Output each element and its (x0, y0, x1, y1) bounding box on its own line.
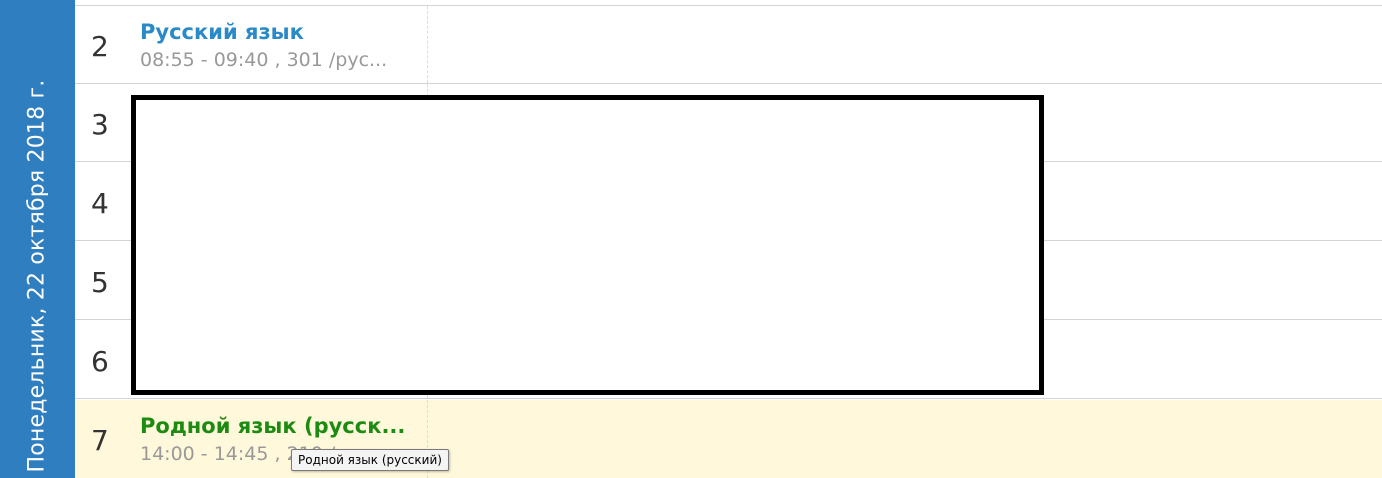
lesson-title-link[interactable]: Родной язык (русск... (140, 414, 406, 438)
redaction-box (131, 95, 1044, 395)
column-divider (427, 400, 428, 478)
column-divider (427, 6, 428, 83)
lesson-number: 3 (91, 108, 109, 141)
day-header-strip: Понедельник, 22 октября 2018 г. (0, 0, 75, 478)
lesson-details: 08:55 - 09:40 , 301 /рус... (140, 49, 388, 71)
lesson-row-2: 2 Русский язык 08:55 - 09:40 , 301 /рус.… (75, 6, 1382, 84)
day-date-label: Понедельник, 22 октября 2018 г. (24, 79, 50, 473)
lesson-number: 5 (91, 266, 109, 299)
lesson-number: 4 (91, 187, 109, 220)
lesson-number: 6 (91, 345, 109, 378)
lesson-title-tooltip: Родной язык (русский) (291, 449, 449, 471)
lesson-title-link[interactable]: Русский язык (140, 20, 304, 44)
grid-top-divider (75, 5, 1382, 6)
lesson-number: 7 (91, 424, 109, 457)
lesson-row-7: 7 Родной язык (русск... 14:00 - 14:45 , … (75, 400, 1382, 478)
lesson-number: 2 (91, 30, 109, 63)
